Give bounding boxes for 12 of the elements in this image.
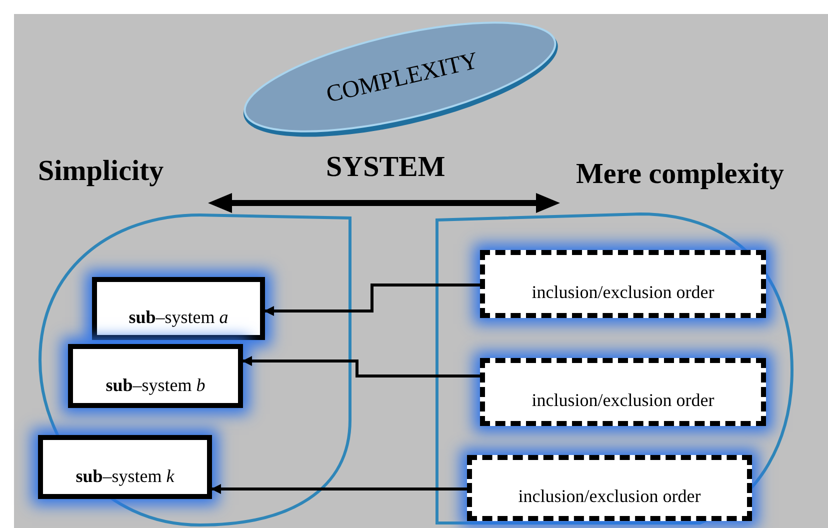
order-box: inclusion/exclusion order — [480, 358, 766, 426]
connector-arrow — [264, 284, 480, 316]
heading-label: Mere complexity — [576, 157, 784, 192]
connector-arrow — [242, 356, 480, 378]
subsystem-box: sub–system b — [68, 344, 243, 408]
heading-label: SYSTEM — [326, 150, 446, 185]
subsystem-box: sub–system a — [92, 277, 265, 340]
order-box: inclusion/exclusion order — [467, 455, 752, 521]
heading-label: Simplicity — [38, 154, 164, 189]
subsystem-box: sub–system k — [38, 435, 212, 499]
order-box: inclusion/exclusion order — [480, 250, 766, 318]
connector-arrow — [211, 484, 467, 494]
